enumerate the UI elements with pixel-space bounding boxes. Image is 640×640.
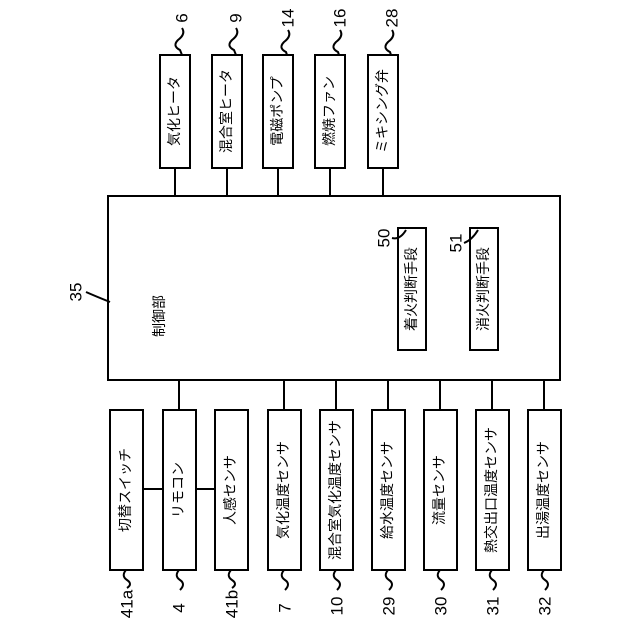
output-label-solenoid-pump: 電磁ポンプ — [270, 76, 286, 146]
input-number: 4 — [170, 603, 189, 612]
input-number: 10 — [328, 597, 347, 616]
input-label-selector-switch: 切替スイッチ — [118, 448, 134, 532]
output-group: 気化ヒータ 6 混合室ヒータ 9 電磁ポンプ 14 燃焼ファン 16 ミキシング… — [160, 9, 402, 196]
input-leader-line — [490, 570, 496, 590]
input-number: 31 — [484, 597, 503, 616]
input-number: 41b — [223, 590, 242, 618]
extinguish-judge-label: 消火判断手段 — [476, 247, 492, 331]
input-label-feed-water-temp-sensor: 給水温度センサ — [380, 441, 396, 539]
input-number: 29 — [380, 597, 399, 616]
input-label-mixing-vapor-temp-sensor: 混合室気化温度センサ — [327, 420, 344, 560]
output-leader-line — [333, 30, 341, 55]
output-number: 14 — [279, 9, 298, 28]
output-number: 28 — [383, 9, 402, 28]
input-number: 7 — [276, 603, 295, 612]
controller-number: 35 — [67, 283, 86, 302]
input-leader-line — [334, 570, 340, 590]
input-label-remote: リモコン — [171, 462, 187, 518]
input-leader-line — [542, 570, 548, 590]
input-leader-line — [386, 570, 392, 590]
input-label-outlet-hot-water-temp-sensor: 出湯温度センサ — [535, 441, 552, 539]
input-leader-line — [124, 570, 130, 588]
controller-label: 制御部 — [152, 295, 168, 337]
input-label-motion-sensor: 人感センサ — [222, 455, 239, 525]
ignition-judge-number: 50 — [375, 229, 394, 248]
output-number: 16 — [331, 9, 350, 28]
output-leader-line — [175, 28, 183, 55]
input-label-heat-exchanger-outlet-temp-sensor: 熱交出口温度センサ — [483, 427, 500, 553]
output-label-combustion-fan: 燃焼ファン — [321, 76, 338, 146]
output-leader-line — [281, 30, 289, 55]
output-leader-line — [385, 30, 393, 55]
input-leader-line — [229, 570, 235, 588]
input-label-vaporizer-temp-sensor: 気化温度センサ — [276, 441, 292, 539]
input-number: 30 — [432, 597, 451, 616]
input-number: 32 — [536, 597, 555, 616]
output-number: 9 — [227, 13, 246, 22]
output-label-mixing-valve: ミキシング弁 — [375, 69, 391, 153]
extinguish-judge-number: 51 — [447, 234, 466, 253]
output-leader-line — [229, 28, 237, 55]
output-label-mixing-chamber-heater: 混合室ヒータ — [218, 69, 235, 153]
input-label-flow-sensor: 流量センサ — [432, 455, 448, 525]
input-number: 41a — [118, 589, 137, 618]
output-number: 6 — [173, 13, 192, 22]
output-label-vaporizer-heater: 気化ヒータ — [167, 76, 183, 146]
input-leader-line — [438, 570, 444, 590]
input-group: 切替スイッチ 41a リモコン 4 人感センサ 41b 気化温度センサ 7 混合… — [110, 380, 561, 618]
input-leader-line — [177, 570, 183, 590]
ignition-judge-label: 着火判断手段 — [404, 247, 420, 331]
controller-leader-line — [86, 292, 110, 302]
input-leader-line — [282, 570, 288, 590]
